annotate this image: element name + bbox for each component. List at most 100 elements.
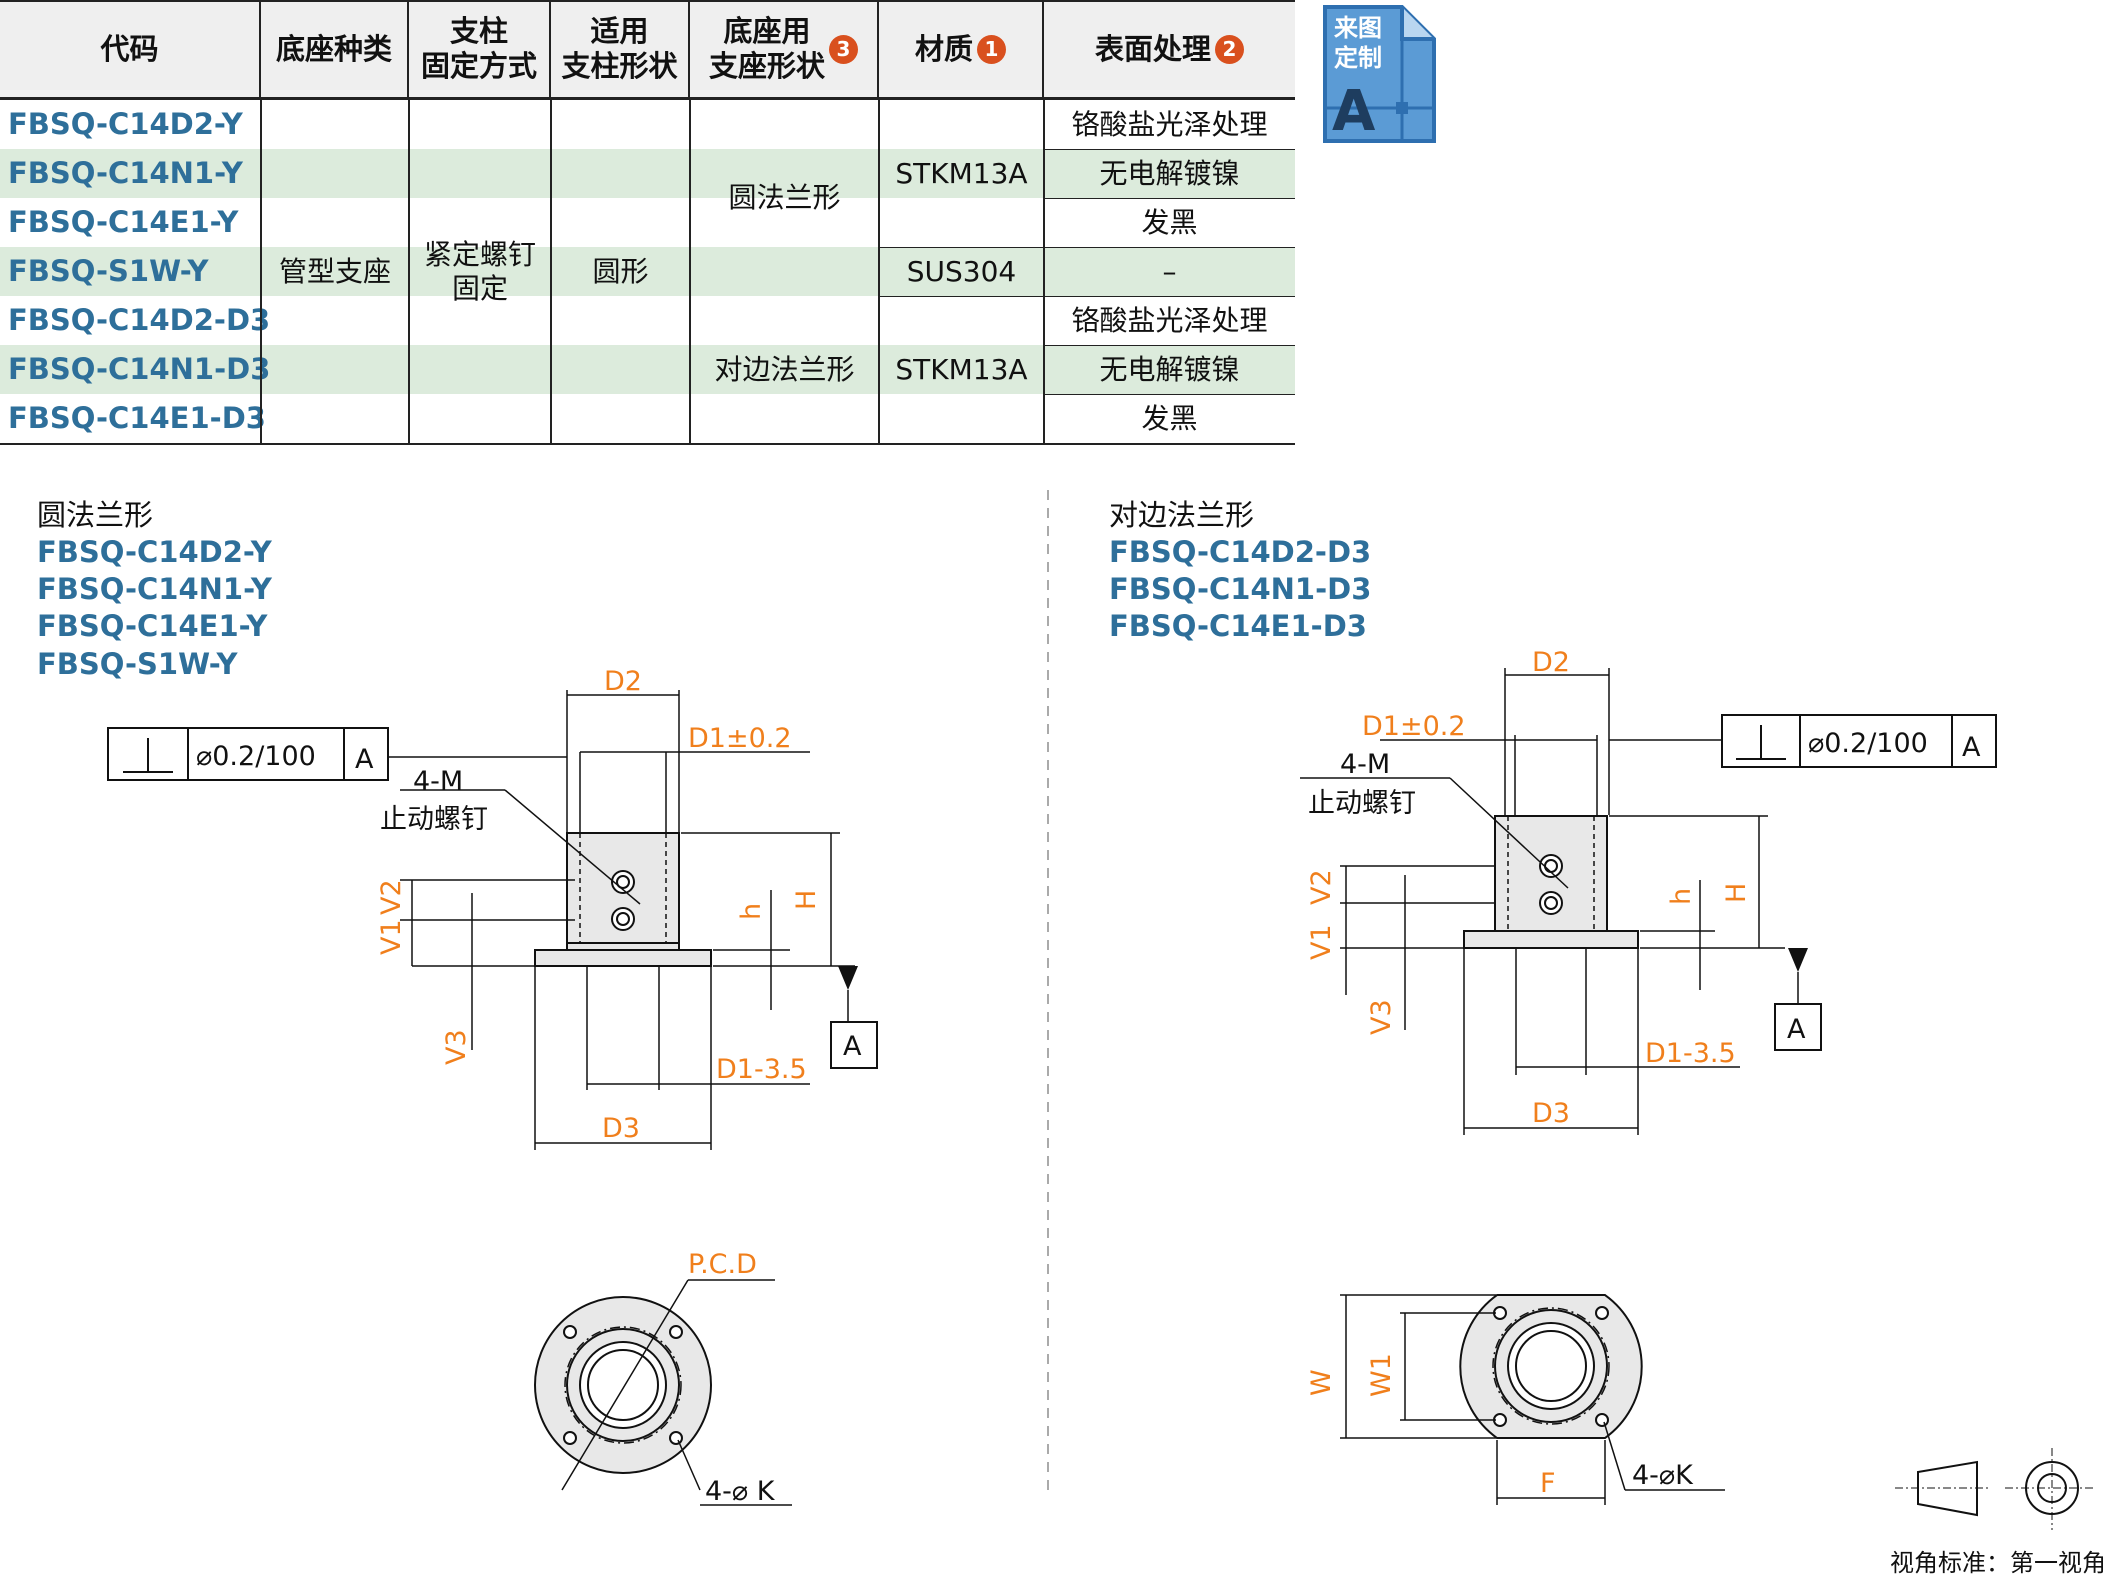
column-divider — [408, 98, 410, 444]
code-cell: FBSQ-C14N1-Y — [8, 156, 243, 190]
dim-k: 4-⌀K — [1632, 1460, 1694, 1491]
row-divider — [1044, 198, 1295, 199]
code-cell: FBSQ-C14D2-Y — [8, 107, 243, 141]
dim-f: F — [1540, 1468, 1556, 1499]
code-cell: FBSQ-S1W-Y — [8, 254, 209, 288]
dim-pcd: P.C.D — [688, 1249, 757, 1280]
fix-method-cell: 紧定螺钉 固定 — [423, 237, 536, 305]
badge-line2: 定制 — [1334, 44, 1382, 72]
header-top-border — [0, 0, 1295, 2]
right-model: FBSQ-C14N1-D3 — [1109, 572, 1372, 606]
datum-box — [830, 1021, 878, 1069]
table-row — [0, 247, 1295, 296]
tolerance-frame-right: ⌀0.2/100 A — [1721, 714, 1997, 768]
surface-cell: – — [1162, 254, 1177, 288]
dim-h-big: H — [791, 890, 822, 910]
column-divider — [878, 98, 880, 444]
material-cell: STKM13A — [895, 352, 1028, 386]
datum-label: A — [1787, 1014, 1806, 1045]
dim-w1: W1 — [1366, 1353, 1397, 1397]
row-divider — [1044, 394, 1295, 395]
material-cell: SUS304 — [906, 254, 1017, 288]
dim-h-small: h — [1666, 888, 1697, 905]
dim-d1-minus: D1-3.5 — [1645, 1038, 1736, 1069]
dim-v1: V1 — [1306, 924, 1337, 960]
material-cell: STKM13A — [895, 156, 1028, 190]
stop-screw-label: 止动螺钉 — [1308, 788, 1416, 819]
badge-letter: A — [1332, 79, 1376, 144]
left-top-view — [534, 1279, 792, 1506]
dim-d1-minus: D1-3.5 — [716, 1054, 807, 1085]
surface-cell: 发黑 — [1141, 401, 1198, 435]
right-model: FBSQ-C14E1-D3 — [1109, 609, 1367, 643]
left-section-title: 圆法兰形 — [37, 498, 154, 532]
dim-h-big: H — [1721, 883, 1752, 903]
right-model: FBSQ-C14D2-D3 — [1109, 535, 1372, 569]
badge-1: 1 — [977, 34, 1006, 64]
header-base-type: 底座种类 — [261, 0, 409, 98]
dim-d2: D2 — [604, 666, 642, 697]
document-icon: 来图 定制 A — [1323, 5, 1436, 144]
row-divider — [879, 296, 1295, 297]
table-bottom-border — [0, 443, 1295, 445]
row-divider — [1044, 345, 1295, 346]
dim-v3: V3 — [441, 1029, 472, 1065]
surface-cell: 无电解镀镍 — [1099, 352, 1240, 386]
surface-cell: 铬酸盐光泽处理 — [1071, 107, 1268, 141]
dim-v3: V3 — [1366, 999, 1397, 1035]
tolerance-frame-left: ⌀0.2/100 A — [107, 727, 389, 781]
code-cell: FBSQ-C14E1-D3 — [8, 401, 266, 435]
dim-v2: V2 — [376, 879, 407, 915]
surface-cell: 铬酸盐光泽处理 — [1071, 303, 1268, 337]
base-shape-round-cell: 圆法兰形 — [728, 181, 841, 214]
badge-3: 3 — [829, 34, 858, 64]
datum-triangle — [838, 966, 858, 990]
post-shape-cell: 圆形 — [592, 254, 649, 288]
tolerance-datum: A — [355, 744, 374, 775]
header-code: 代码 — [0, 0, 261, 98]
right-section-title: 对边法兰形 — [1109, 498, 1255, 532]
code-cell: FBSQ-C14N1-D3 — [8, 352, 271, 386]
header-bottom-border — [0, 97, 1295, 100]
dim-d2: D2 — [1532, 647, 1570, 678]
datum-box — [1774, 1003, 1822, 1051]
dim-h-small: h — [736, 903, 767, 920]
base-shape-flat-cell: 对边法兰形 — [714, 352, 855, 386]
surface-cell: 发黑 — [1141, 205, 1198, 239]
dim-k: 4-⌀ K — [705, 1476, 776, 1507]
left-side-view — [388, 690, 855, 1150]
custom-drawing-badge[interactable]: 来图 定制 A — [1322, 4, 1437, 144]
surface-cell: 无电解镀镍 — [1099, 156, 1240, 190]
column-divider — [689, 98, 691, 444]
first-angle-projection-icon — [1895, 1448, 2095, 1530]
base-type-cell: 管型支座 — [278, 254, 391, 288]
dim-d3: D3 — [602, 1113, 640, 1144]
code-cell: FBSQ-C14D2-D3 — [8, 303, 271, 337]
dim-w: W — [1306, 1369, 1337, 1396]
dim-4m: 4-M — [1340, 749, 1390, 780]
left-model: FBSQ-C14D2-Y — [37, 535, 272, 569]
datum-label: A — [843, 1031, 862, 1062]
row-divider — [879, 247, 1295, 248]
table-row — [0, 149, 1295, 198]
header-post-shape: 适用 支柱形状 — [551, 0, 690, 98]
tolerance-value: ⌀0.2/100 — [1808, 728, 1928, 759]
left-model: FBSQ-C14E1-Y — [37, 609, 268, 643]
badge-2: 2 — [1215, 34, 1244, 64]
dim-4m: 4-M — [413, 766, 463, 797]
tolerance-datum: A — [1962, 732, 1981, 763]
dim-d1: D1±0.2 — [688, 723, 792, 754]
view-standard-label: 视角标准：第一视角 — [1890, 1549, 2106, 1577]
datum-triangle — [1788, 948, 1808, 972]
dim-d1: D1±0.2 — [1362, 711, 1466, 742]
dim-v2: V2 — [1306, 869, 1337, 905]
right-side-view — [1300, 668, 1785, 1135]
stop-screw-label: 止动螺钉 — [380, 804, 488, 835]
column-divider — [1043, 98, 1045, 444]
tolerance-value: ⌀0.2/100 — [196, 741, 316, 772]
